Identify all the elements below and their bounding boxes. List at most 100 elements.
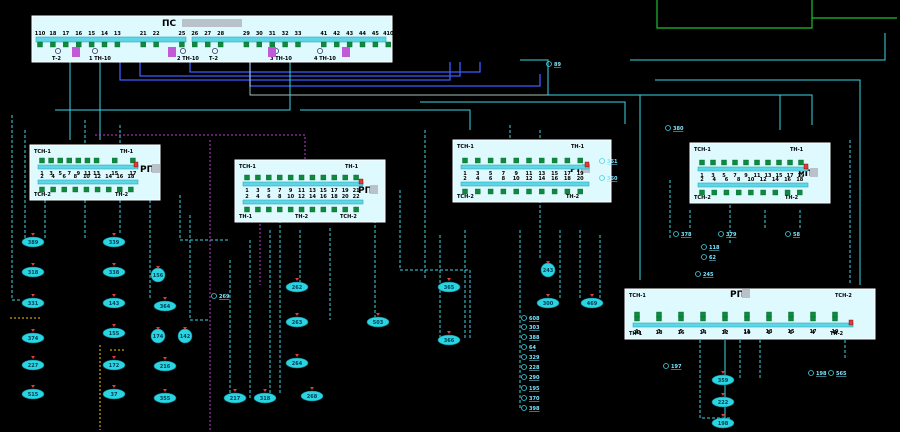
link-197[interactable]: 197 [663,363,682,371]
link-303[interactable]: 303 [521,324,540,332]
link-388[interactable]: 388 [521,334,540,342]
link-565[interactable]: 565 [828,370,847,378]
breaker-icon[interactable] [723,189,730,196]
breaker-icon[interactable] [346,41,353,48]
link-361[interactable]: 361 [599,158,618,166]
breaker-icon[interactable] [39,157,45,164]
breaker-icon[interactable] [130,157,136,164]
breaker-icon[interactable] [500,157,507,164]
breaker-icon[interactable] [513,157,519,164]
breaker-icon[interactable] [37,41,43,48]
node-156[interactable]: 156 [150,266,166,283]
link-58[interactable]: 58 [785,231,801,239]
breaker-icon[interactable] [699,159,705,166]
breaker-icon[interactable] [298,206,305,213]
breaker-icon[interactable] [462,188,468,195]
breaker-icon[interactable] [72,186,79,193]
link-64[interactable]: 64 [521,344,537,352]
node-503[interactable]: 503 [366,313,390,328]
breaker-icon[interactable] [105,186,112,193]
breaker-icon[interactable] [321,41,327,48]
breaker-icon[interactable] [760,189,766,196]
breaker-icon[interactable] [754,159,760,166]
link-380[interactable]: 380 [665,125,684,133]
node-264[interactable]: 264 [285,354,309,369]
link-378[interactable]: 378 [673,231,692,239]
breaker-icon[interactable] [832,311,838,318]
breaker-icon[interactable] [385,41,391,48]
breaker-icon[interactable] [101,41,108,48]
breaker-icon[interactable] [526,157,532,164]
link-269[interactable]: 269 [211,293,230,301]
breaker-icon[interactable] [277,206,283,213]
breaker-icon[interactable] [744,311,750,318]
node-515[interactable]: 515 [21,385,45,400]
breaker-icon[interactable] [539,188,545,195]
breaker-icon[interactable] [526,188,532,195]
node-143[interactable]: 143 [102,294,126,309]
breaker-icon[interactable] [787,159,793,166]
link-379[interactable]: 379 [718,231,737,239]
node-216[interactable]: 216 [153,357,177,372]
link-228[interactable]: 228 [521,364,540,372]
breaker-icon[interactable] [266,174,272,181]
breaker-icon[interactable] [153,41,159,48]
breaker-icon[interactable] [140,41,146,48]
node-268[interactable]: 268 [300,387,324,402]
breaker-icon[interactable] [797,189,803,196]
breaker-icon[interactable] [63,41,69,48]
breaker-icon[interactable] [765,159,771,166]
node-263[interactable]: 263 [285,313,309,328]
breaker-icon[interactable] [48,157,54,164]
breaker-icon[interactable] [353,206,359,213]
breaker-icon[interactable] [766,311,772,318]
node-364[interactable]: 364 [153,297,177,312]
breaker-icon[interactable] [784,189,791,196]
breaker-icon[interactable] [266,206,272,213]
breaker-icon[interactable] [334,41,340,48]
breaker-icon[interactable] [117,186,123,193]
link-608[interactable]: 608 [521,315,540,323]
open-breaker-icon[interactable] [584,161,590,168]
breaker-icon[interactable] [810,311,816,318]
breaker-icon[interactable] [61,186,67,193]
breaker-icon[interactable] [487,188,494,195]
breaker-icon[interactable] [50,186,56,193]
node-174[interactable]: 174 [150,327,166,344]
breaker-icon[interactable] [179,41,185,48]
breaker-icon[interactable] [331,206,337,213]
link-290[interactable]: 290 [521,374,540,382]
node-339[interactable]: 339 [102,233,126,248]
breaker-icon[interactable] [112,157,118,164]
node-365[interactable]: 365 [437,278,461,293]
node-155[interactable]: 155 [102,324,126,339]
breaker-icon[interactable] [57,157,63,164]
node-374[interactable]: 374 [21,329,45,344]
node-243[interactable]: 243 [540,261,556,278]
breaker-icon[interactable] [353,174,359,181]
breaker-icon[interactable] [204,41,211,48]
breaker-icon[interactable] [359,41,366,48]
node-318[interactable]: 318 [21,263,45,278]
breaker-icon[interactable] [634,311,640,318]
link-62[interactable]: 62 [701,254,717,262]
breaker-icon[interactable] [551,157,558,164]
node-37[interactable]: 37 [102,385,126,400]
breaker-icon[interactable] [342,206,348,213]
breaker-icon[interactable] [513,188,519,195]
open-breaker-icon[interactable] [358,178,364,185]
open-breaker-icon[interactable] [803,163,809,170]
breaker-icon[interactable] [732,159,738,166]
breaker-icon[interactable] [372,41,379,48]
breaker-icon[interactable] [735,189,742,196]
breaker-icon[interactable] [772,189,779,196]
link-398[interactable]: 398 [521,405,540,413]
breaker-icon[interactable] [114,41,121,48]
node-300[interactable]: 300 [536,294,560,309]
link-245[interactable]: 245 [695,271,714,279]
breaker-icon[interactable] [66,157,72,164]
